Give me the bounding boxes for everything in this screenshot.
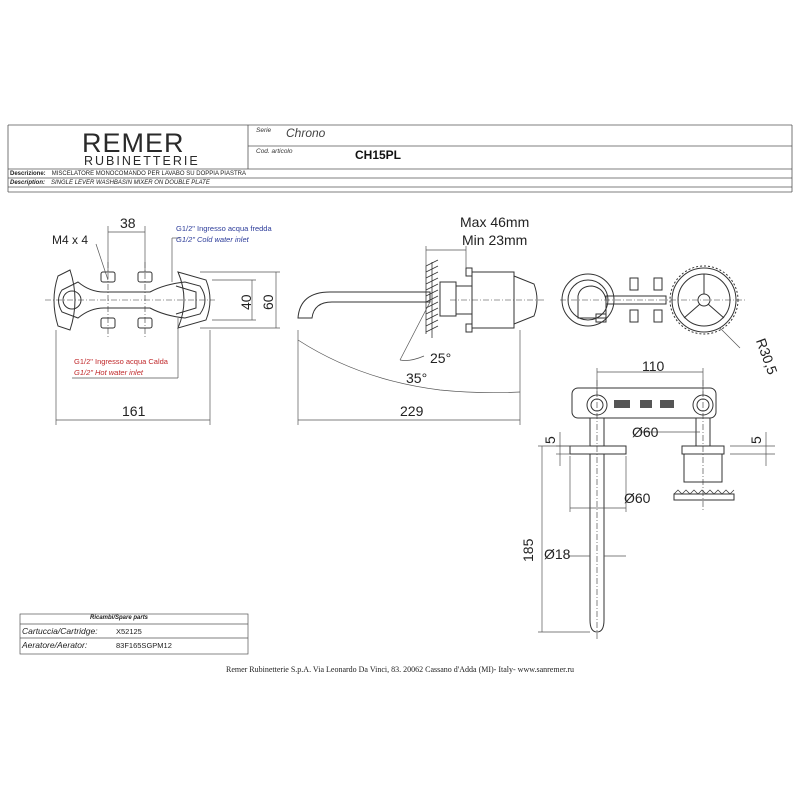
right-view-drawing: [560, 265, 745, 349]
spare-parts-title: Ricambi/Spare parts: [90, 615, 149, 621]
descrizione-label: Descrizione:: [10, 171, 46, 177]
cold-inlet-label-it: G1/2" Ingresso acqua fredda: [176, 224, 272, 233]
dim-60: 60: [260, 294, 276, 310]
descrizione-row: Descrizione: MISCELATORE MONOCOMANDO PER …: [10, 171, 246, 177]
dia-60-top: Ø60: [632, 424, 659, 440]
spare-part-value: 83F165SGPM12: [116, 641, 172, 650]
description-label: Description:: [10, 180, 46, 186]
plan-view-drawing: [569, 380, 735, 640]
angle-25: 25°: [430, 350, 452, 366]
spare-part-label: Cartuccia/Cartridge:: [22, 626, 98, 636]
serie-value: Chrono: [286, 126, 326, 140]
dia-60-bottom: Ø60: [624, 490, 651, 506]
dim-110: 110: [642, 358, 665, 374]
dim-max: Max 46mm: [460, 214, 530, 230]
brand-logo: REMER: [82, 128, 185, 158]
dim-5-right: 5: [748, 436, 764, 444]
spare-parts-frame: [19, 613, 249, 655]
description-value: SINGLE LEVER WASHBASIN MIXER ON DOUBLE P…: [51, 180, 210, 186]
front-view-drawing: [45, 262, 215, 338]
spare-part-value: X52125: [116, 627, 142, 636]
code-value: CH15PL: [355, 148, 402, 162]
cold-inlet-label-en: G1/2" Cold water inlet: [176, 235, 249, 244]
code-label: Cod. articolo: [256, 148, 293, 155]
dim-40: 40: [238, 294, 254, 310]
front-view-dimensions: [55, 226, 280, 425]
side-view-drawing: [297, 259, 545, 338]
spare-parts-table: Ricambi/Spare parts Cartuccia/Cartridge:…: [20, 615, 248, 655]
company-footer: Remer Rubinetterie S.p.A. Via Leonardo D…: [225, 665, 575, 674]
angle-35: 35°: [406, 370, 428, 386]
dim-min: Min 23mm: [462, 232, 528, 248]
dia-18: Ø18: [544, 546, 571, 562]
dim-m4: M4 x 4: [52, 233, 89, 247]
hot-inlet-label-it: G1/2" Ingresso acqua Calda: [74, 357, 168, 366]
brand-subtitle: RUBINETTERIE: [84, 154, 200, 168]
side-view-dimensions: [297, 246, 521, 425]
dim-229: 229: [400, 403, 424, 419]
dim-38: 38: [120, 215, 136, 231]
hot-inlet-label-en: G1/2" Hot water inlet: [74, 368, 143, 377]
descrizione-value: MISCELATORE MONOCOMANDO PER LAVABO SU DO…: [51, 171, 246, 177]
dim-161: 161: [122, 403, 146, 419]
spare-part-label: Aeratore/Aerator:: [22, 640, 88, 650]
dim-5-left: 5: [542, 436, 558, 444]
description-row: Description: SINGLE LEVER WASHBASIN MIXER…: [10, 180, 210, 186]
plan-view-dimensions: [538, 368, 775, 633]
dim-185: 185: [520, 538, 536, 562]
serie-label: Serie: [256, 127, 272, 134]
